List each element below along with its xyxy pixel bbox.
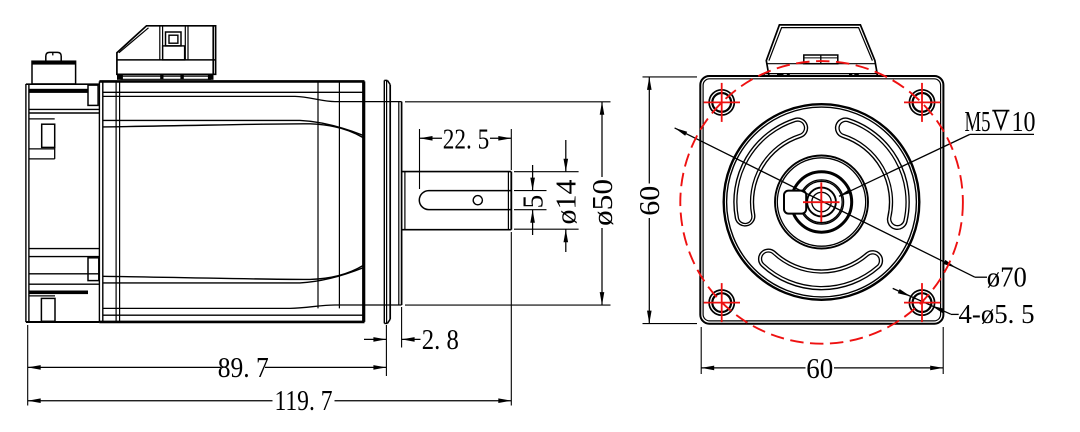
svg-text:ø14: ø14	[551, 179, 583, 225]
svg-text:60: 60	[634, 186, 666, 216]
svg-text:89. 7: 89. 7	[218, 352, 269, 384]
svg-text:ø70: ø70	[987, 261, 1027, 293]
svg-text:M5: M5	[965, 106, 991, 138]
svg-text:4-ø5. 5: 4-ø5. 5	[959, 298, 1035, 329]
svg-text:ø50: ø50	[587, 179, 619, 226]
svg-text:5: 5	[517, 195, 549, 209]
svg-text:60: 60	[806, 353, 833, 385]
svg-text:119. 7: 119. 7	[275, 385, 333, 417]
svg-text:22. 5: 22. 5	[443, 123, 490, 155]
svg-text:10: 10	[1012, 106, 1036, 138]
svg-text:2. 8: 2. 8	[422, 324, 459, 356]
